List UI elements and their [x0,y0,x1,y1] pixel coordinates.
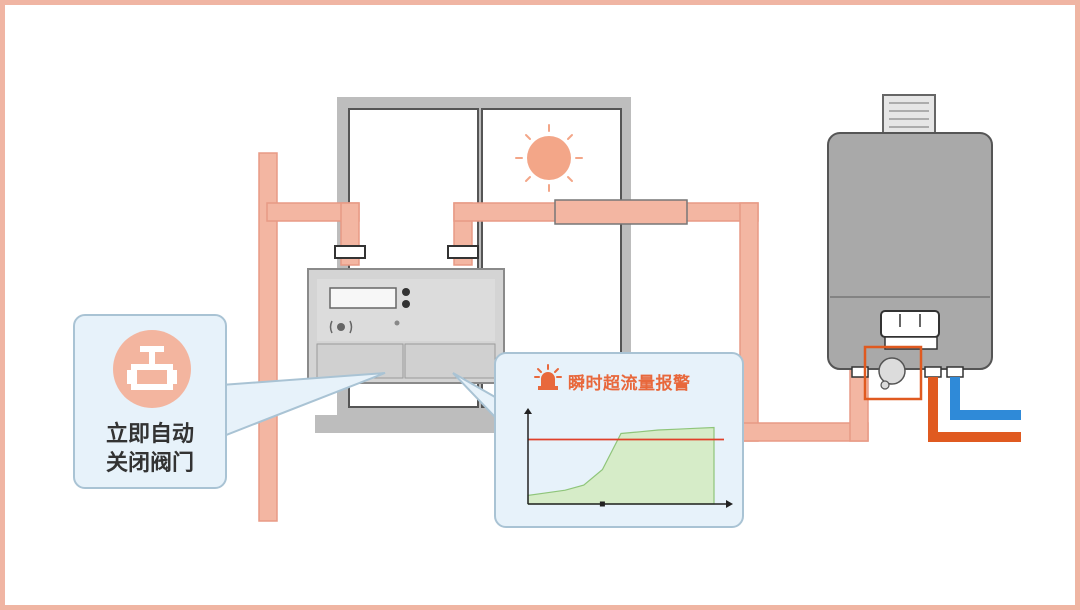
heater-valve [863,345,923,401]
flow-chart [524,408,733,508]
y-axis-arrow [524,408,532,414]
sun-icon [515,124,583,192]
flow-area-series [527,426,715,505]
x-axis-arrow [726,500,733,508]
valve-callout: 立即自动 关闭阀门 [73,314,227,489]
hot-water-pipe [928,377,1021,442]
valve-icon [113,330,191,408]
valve-text-line1: 立即自动 [105,422,194,447]
alarm-callout: 瞬时超流量报警 [494,352,744,528]
x-axis-marker [599,501,605,507]
gas-meter [307,268,505,384]
siren-icon [534,364,562,396]
pipe-connectors [334,245,479,259]
cold-water-pipe [950,377,1021,420]
water-heater [827,94,993,378]
valve-text-line2: 关闭阀门 [105,451,194,476]
alarm-title: 瞬时超流量报警 [568,374,691,394]
valve-callout-text: 立即自动 关闭阀门 [75,420,225,478]
